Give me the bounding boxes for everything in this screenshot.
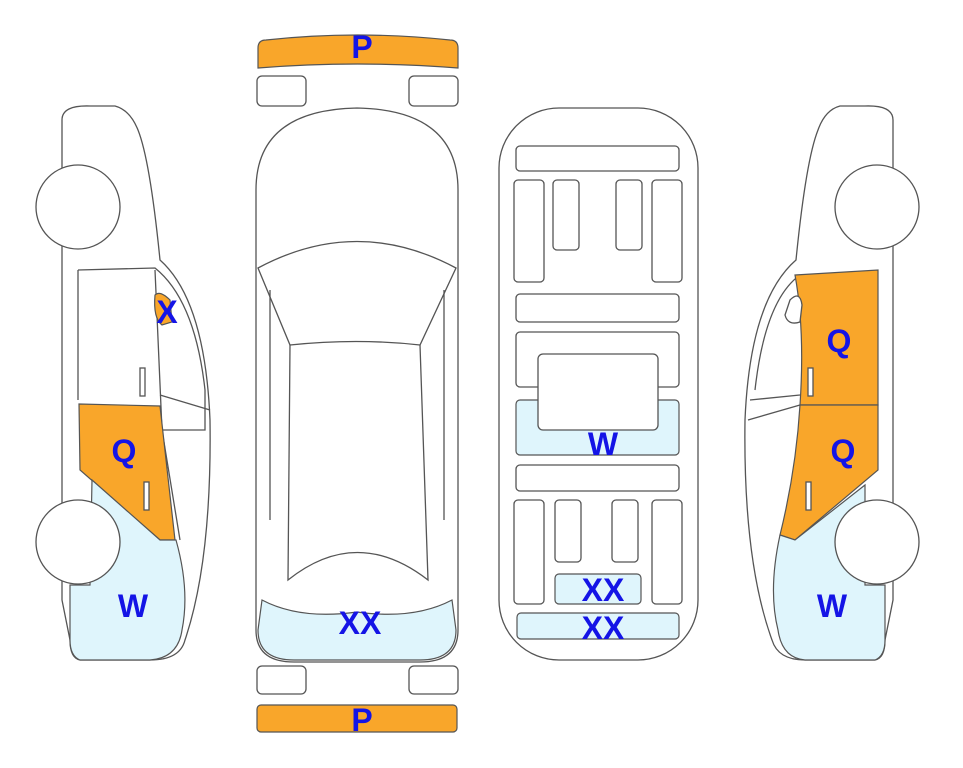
label-w: W	[118, 588, 149, 624]
door-handle-icon	[143, 481, 150, 511]
top-view: P XX P	[255, 29, 459, 738]
left-rear-wheel	[35, 499, 121, 585]
damage-area-front-bumper[interactable]	[257, 34, 459, 69]
right-front-wheel	[834, 164, 920, 250]
damage-area-left-mirror[interactable]	[154, 292, 173, 326]
damage-area-rear-bumper[interactable]	[256, 704, 458, 733]
label-xx-underbody-1: XX	[582, 572, 625, 608]
damage-area-rear[interactable]	[257, 599, 457, 661]
label-w-right: W	[817, 588, 848, 624]
label-q: Q	[112, 433, 137, 469]
door-handle-icon	[807, 367, 814, 397]
underbody-view: W XX XX	[498, 107, 699, 661]
right-rear-wheel	[834, 499, 920, 585]
left-side-view: X Q W	[35, 105, 211, 661]
label-x: X	[156, 294, 178, 330]
label-w-underbody: W	[588, 426, 619, 462]
label-xx-rear: XX	[339, 605, 382, 641]
door-handle-icon	[139, 367, 146, 397]
right-side-view: Q Q W	[744, 105, 920, 661]
label-q-right-front: Q	[827, 323, 852, 359]
label-p-front: P	[351, 29, 372, 65]
label-xx-underbody-2: XX	[582, 610, 625, 646]
left-front-wheel	[35, 164, 121, 250]
label-q-right-rear: Q	[831, 433, 856, 469]
door-handle-icon	[805, 481, 812, 511]
damage-area-underbody-rear-1[interactable]	[554, 573, 642, 605]
label-p-rear: P	[351, 702, 372, 738]
damage-area-underbody-rear-2[interactable]	[516, 612, 680, 640]
